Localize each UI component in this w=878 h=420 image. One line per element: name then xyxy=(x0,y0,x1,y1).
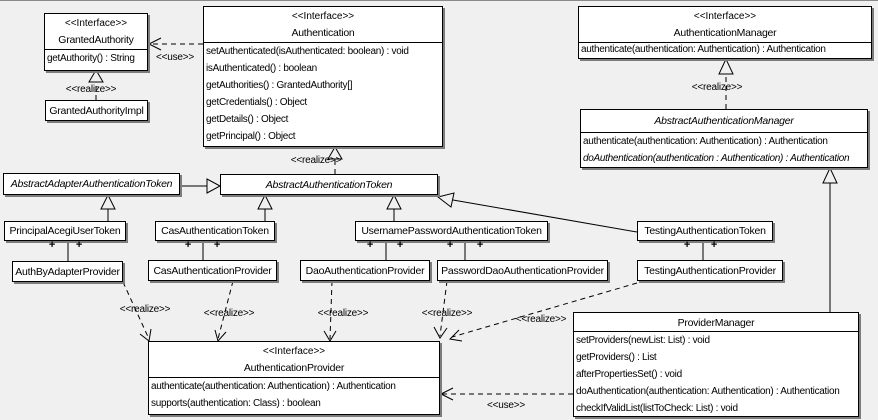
generalization-triangle-icon xyxy=(100,193,116,210)
generalization-triangle-icon xyxy=(206,178,222,194)
open-arrowhead-icon xyxy=(147,37,162,51)
class-name: AuthByAdapterProvider xyxy=(15,265,120,278)
realize-label: <<realize>> xyxy=(65,84,117,95)
generalization-triangle-icon xyxy=(436,192,455,208)
class-cas-authentication-provider: CasAuthenticationProvider xyxy=(148,260,277,281)
class-name: TestingAuthenticationProvider xyxy=(644,264,776,277)
compartment-divider xyxy=(45,49,147,50)
realize-label: <<realize>> xyxy=(691,82,743,93)
class-name: Authentication xyxy=(291,27,355,39)
realize-label: <<realize>> xyxy=(119,304,171,315)
method-row: doAuthentication(authentication : Authen… xyxy=(583,153,850,164)
class-principal-acegi-user-token: PrincipalAcegiUserToken xyxy=(4,221,126,241)
compartment-divider xyxy=(204,42,442,43)
class-name: DaoAuthenticationProvider xyxy=(305,264,425,277)
multiplicity-plus: + xyxy=(366,239,374,251)
multiplicity-plus: + xyxy=(48,239,56,251)
class-abstract-authentication-token: AbstractAuthenticationToken xyxy=(220,174,438,195)
method-row: getPrincipal() : Object xyxy=(206,131,296,142)
method-row: setProviders(newList: List) : void xyxy=(576,335,710,346)
multiplicity-plus: + xyxy=(476,239,484,251)
open-arrowhead-icon xyxy=(439,387,454,401)
class-username-password-authentication-token: UsernamePasswordAuthenticationToken xyxy=(355,221,548,241)
class-name: AbstractAdapterAuthenticationToken xyxy=(10,178,173,190)
method-row: doAuthentication(authentication: Authent… xyxy=(576,386,840,397)
class-name: ProviderManager xyxy=(677,317,755,329)
open-arrowhead-icon xyxy=(433,326,448,339)
open-arrowhead-icon xyxy=(139,328,152,342)
multiplicity-plus: + xyxy=(446,239,454,251)
class-name: CasAuthenticationToken xyxy=(161,225,269,237)
class-name: CasAuthenticationProvider xyxy=(153,264,272,277)
open-arrowhead-icon xyxy=(214,329,227,343)
realize-label: <<realize>> xyxy=(515,314,567,325)
method-row: getDetails() : Object xyxy=(206,114,289,125)
class-cas-authentication-token: CasAuthenticationToken xyxy=(155,221,275,241)
method-row: setAuthenticated(isAuthenticated: boolea… xyxy=(206,46,409,57)
stereotype: <<Interface>> xyxy=(64,18,128,29)
class-abstract-adapter-authentication-token: AbstractAdapterAuthenticationToken xyxy=(3,173,180,195)
class-dao-authentication-provider: DaoAuthenticationProvider xyxy=(300,260,430,281)
class-granted-authority-impl: GrantedAuthorityImpl xyxy=(45,100,148,121)
class-name: PrincipalAcegiUserToken xyxy=(9,225,121,237)
compartment-divider xyxy=(574,331,858,332)
generalization-triangle-icon xyxy=(822,166,838,184)
realize-label: <<realize>> xyxy=(317,308,369,319)
class-name: AbstractAuthenticationManager xyxy=(654,115,794,127)
multiplicity-plus: + xyxy=(396,239,404,251)
class-authentication: <<Interface>> Authentication setAuthenti… xyxy=(203,6,443,147)
class-name: GrantedAuthority xyxy=(58,34,134,46)
open-arrowhead-icon xyxy=(448,329,463,342)
method-row: authenticate(authentication: Authenticat… xyxy=(151,381,396,392)
class-granted-authority: <<Interface>> GrantedAuthority getAuthor… xyxy=(44,13,148,71)
open-arrowhead-icon xyxy=(323,330,337,342)
association-lines xyxy=(67,241,704,261)
class-testing-authentication-provider: TestingAuthenticationProvider xyxy=(637,260,783,281)
multiplicity-plus: + xyxy=(213,239,221,251)
compartment-divider xyxy=(579,42,871,43)
class-name: PasswordDaoAuthenticationProvider xyxy=(441,264,604,277)
class-testing-authentication-token: TestingAuthenticationToken xyxy=(637,221,773,241)
multiplicity-plus: + xyxy=(710,239,718,251)
multiplicity-plus: + xyxy=(683,239,691,251)
class-name: AuthenticationProvider xyxy=(243,362,345,374)
realize-label: <<realize>> xyxy=(290,155,342,166)
compartment-divider xyxy=(149,377,439,378)
use-label: <<use>> xyxy=(486,400,526,411)
compartment-divider xyxy=(581,132,867,133)
class-authentication-provider: <<Interface>> AuthenticationProvider aut… xyxy=(148,341,440,415)
generalization-triangle-icon xyxy=(257,193,273,210)
method-row: getCredentials() : Object xyxy=(206,97,307,108)
method-row: isAuthenticated() : boolean xyxy=(206,63,317,74)
stereotype: <<Interface>> xyxy=(693,11,757,22)
class-name: GrantedAuthorityImpl xyxy=(49,104,144,117)
class-abstract-authentication-manager: AbstractAuthenticationManager authentica… xyxy=(580,109,868,168)
stereotype: <<Interface>> xyxy=(262,346,326,357)
method-row: authenticate(authentication: Authenticat… xyxy=(581,44,826,55)
class-name: AuthenticationManager xyxy=(673,27,777,39)
method-row: authenticate(authentication: Authenticat… xyxy=(583,136,828,147)
realize-label: <<realize>> xyxy=(203,308,255,319)
method-row: getAuthorities() : GrantedAuthority[] xyxy=(206,80,353,91)
realize-label: <<realize>> xyxy=(421,308,473,319)
class-auth-by-adapter-provider: AuthByAdapterProvider xyxy=(12,261,123,282)
stereotype: <<Interface>> xyxy=(291,11,355,22)
realize-triangle-icon xyxy=(718,57,734,75)
realize-triangle-icon xyxy=(88,69,104,83)
use-label: <<use>> xyxy=(155,52,195,63)
generalization-triangle-icon xyxy=(386,193,402,210)
class-provider-manager: ProviderManager setProviders(newList: Li… xyxy=(573,312,859,417)
class-password-dao-authentication-provider: PasswordDaoAuthenticationProvider xyxy=(437,260,608,281)
class-name: TestingAuthenticationToken xyxy=(644,225,766,237)
method-row: getProviders() : List xyxy=(576,352,657,363)
class-name: UsernamePasswordAuthenticationToken xyxy=(361,225,542,237)
method-row: checkIfValidList(listToCheck: List) : vo… xyxy=(576,403,738,414)
method-row: afterPropertiesSet() : void xyxy=(576,369,682,380)
class-name: AbstractAuthenticationToken xyxy=(265,178,393,191)
method-row: supports(authentication: Class) : boolea… xyxy=(151,398,321,409)
class-authentication-manager: <<Interface>> AuthenticationManager auth… xyxy=(578,6,872,59)
multiplicity-plus: + xyxy=(184,239,192,251)
method-row: getAuthority() : String xyxy=(47,53,135,64)
multiplicity-plus: + xyxy=(75,239,83,251)
